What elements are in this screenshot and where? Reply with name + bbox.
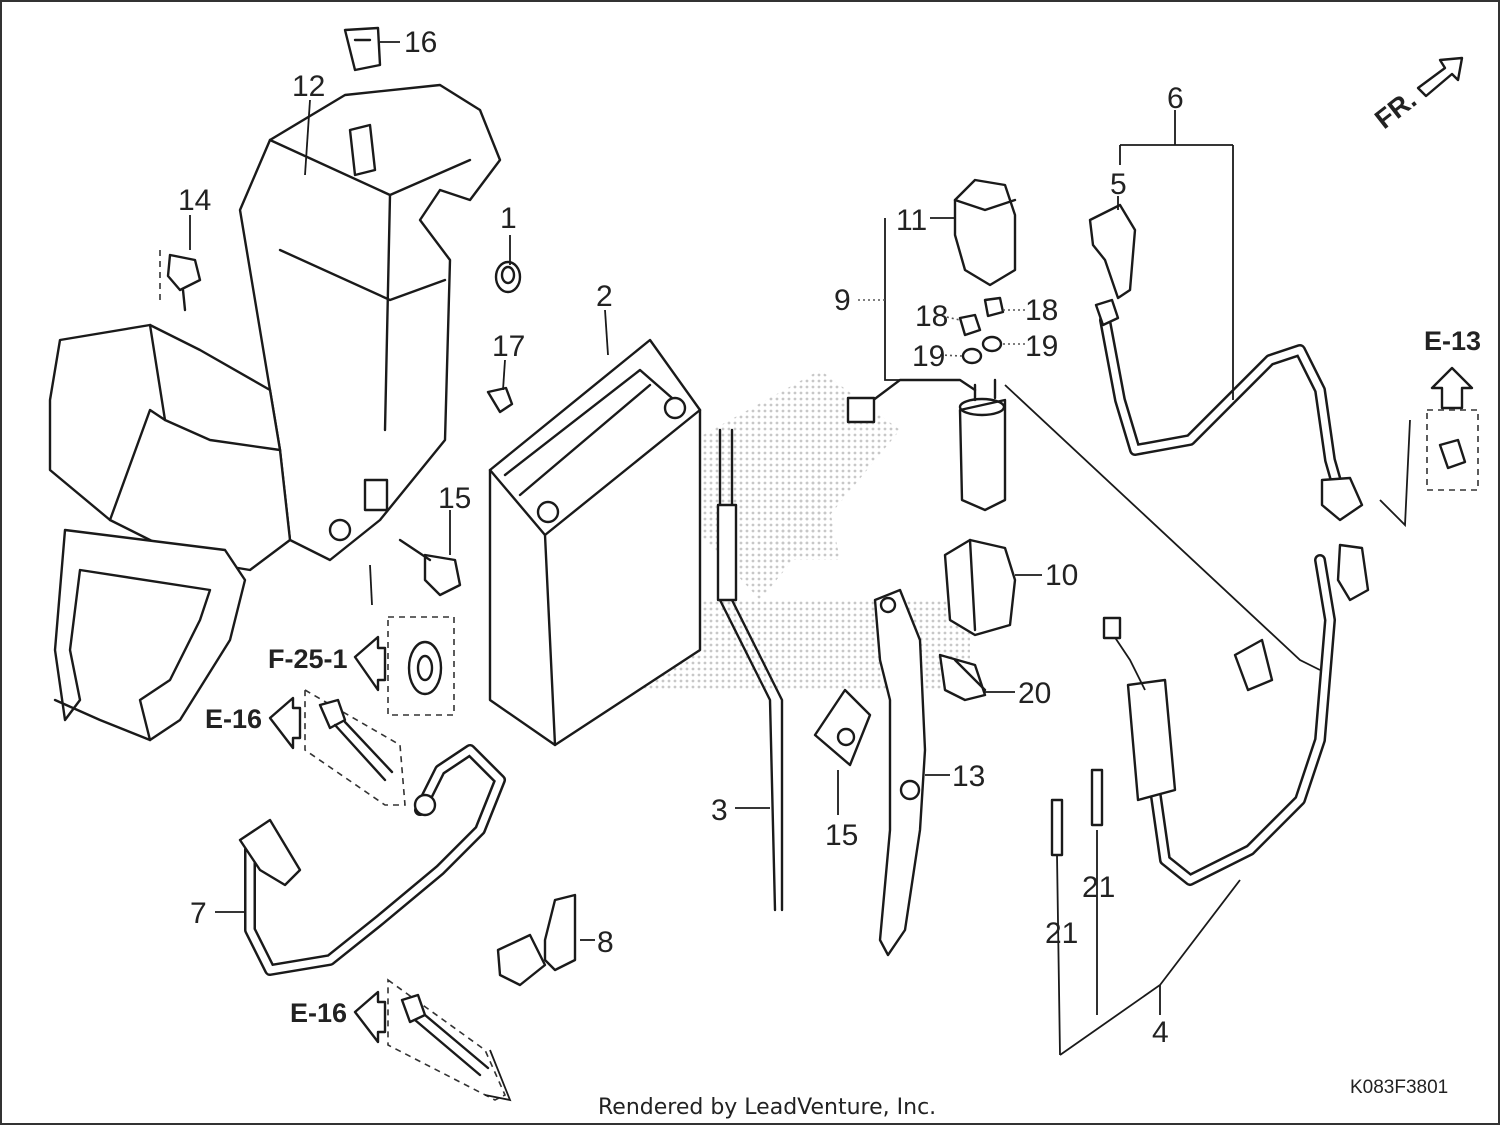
leader-lines [159,41,1411,1102]
part-label-3: 3 [711,794,728,827]
battery-band-upper [53,528,247,742]
nut-18-left [958,313,982,337]
fr-direction-label: FR. [1369,84,1422,134]
arrow-f25 [353,635,387,692]
part-label-19-left: 19 [912,340,945,373]
rendered-by-credit: Rendered by LeadVenture, Inc. [598,1095,936,1120]
terminal-cover-5 [1088,203,1137,300]
bolt-15-lower [398,538,462,597]
relay-holder-10 [943,538,1017,637]
rod-3 [716,428,784,912]
grommet-1 [494,260,522,294]
ref-label-e13: E-13 [1424,326,1481,356]
part-label-9: 9 [834,284,851,317]
part-label-15-lower: 15 [438,482,471,515]
part-label-20: 20 [1018,677,1051,710]
starter-relay-9 [846,378,1007,512]
part-label-21-right: 21 [1082,871,1115,904]
screw-17 [486,386,514,414]
clip-16 [343,26,382,72]
pin-21-right [1090,768,1104,827]
washer-19-left [961,347,983,365]
part-label-21-left: 21 [1045,917,1078,950]
washer-19-right [981,335,1003,353]
part-label-11: 11 [896,204,927,237]
cover-11 [953,178,1017,287]
part-label-13: 13 [952,760,985,793]
part-label-18-right: 18 [1025,294,1058,327]
stay-13 [873,588,927,957]
part-label-4: 4 [1152,1016,1169,1049]
cable-7 [238,744,506,976]
battery-case-12 [48,83,502,572]
ref-label-e16-lower: E-16 [290,998,347,1028]
part-label-7: 7 [190,897,207,930]
arrow-e13 [1430,366,1474,410]
nut-18-right [983,296,1005,318]
ref-label-f25-1: F-25-1 [268,644,348,674]
part-label-17: 17 [492,330,525,363]
cable-6 [1094,298,1364,522]
part-label-18-left: 18 [915,300,948,333]
arrow-e16-lower [353,990,387,1044]
bolt-e16-upper [304,688,406,806]
nut-e13 [1426,409,1479,491]
pin-21-left [1050,798,1064,857]
part-label-16: 16 [404,26,437,59]
part-label-8: 8 [597,926,614,959]
arrow-e16-upper [268,696,302,750]
part-label-19-right: 19 [1025,330,1058,363]
ref-label-e16-upper: E-16 [205,704,262,734]
part-label-6: 6 [1167,82,1184,115]
bolt-e16-lower [387,978,507,1101]
bracket-8 [496,893,577,987]
bolt-15-upper [166,253,202,312]
cushion-14 [813,688,872,767]
part-label-2: 2 [596,280,613,313]
drawing-code: K083F3801 [1350,1077,1448,1098]
part-label-10: 10 [1045,559,1078,592]
battery-2 [488,338,702,747]
fr-direction-arrow [1416,56,1464,98]
part-label-15-upper: 14 [178,184,211,217]
cable-4 [1102,543,1370,886]
part-label-14: 15 [825,819,858,852]
grommet-f25 [387,616,455,716]
part-label-1: 1 [500,202,517,235]
bolt-20 [938,653,987,702]
part-label-5: 5 [1110,168,1127,201]
part-label-12: 12 [292,70,325,103]
part-number-labels: 16 12 14 1 2 17 15 11 9 18 18 19 19 10 2… [178,26,1184,1049]
